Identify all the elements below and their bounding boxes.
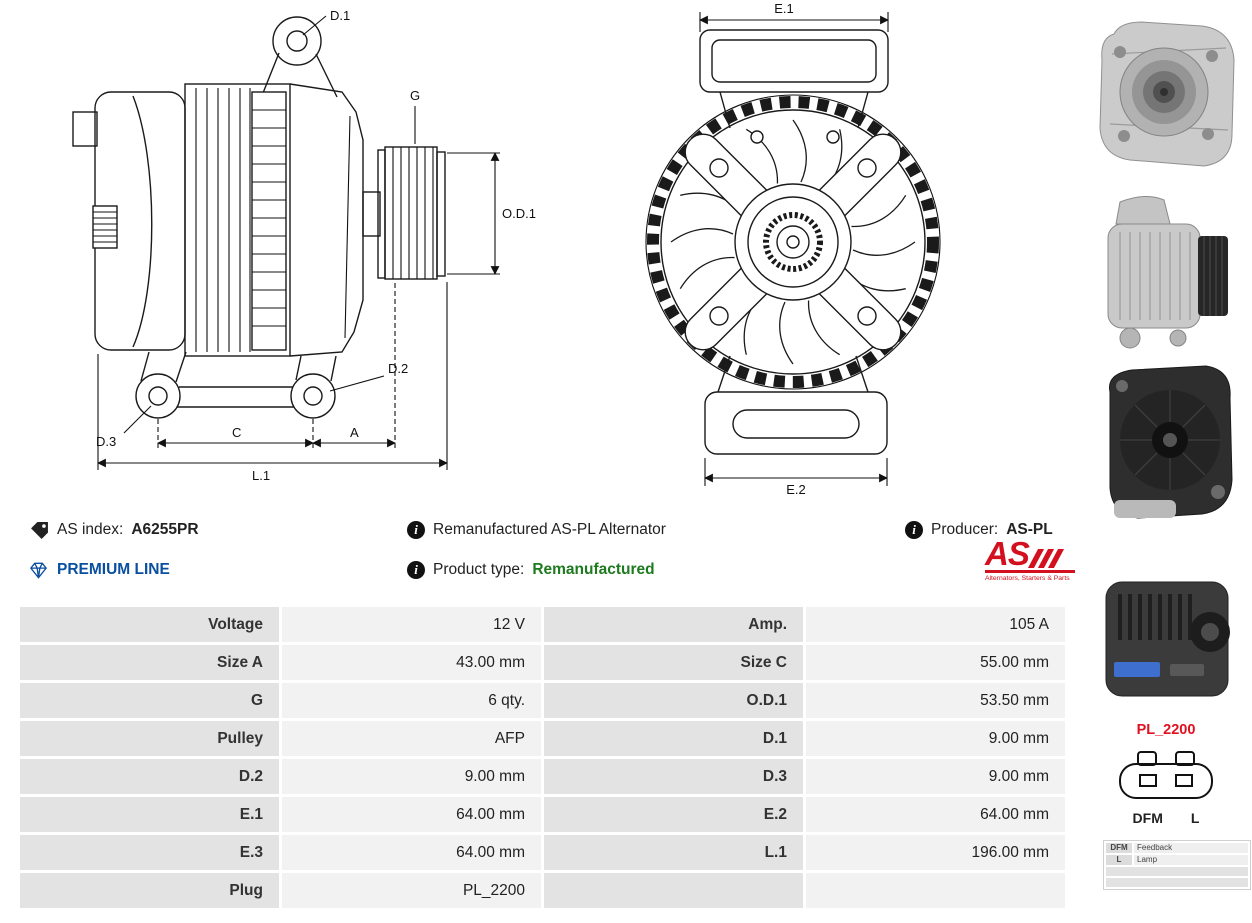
spec-label: E.1 — [20, 797, 279, 832]
logo-underline — [985, 570, 1075, 573]
info-icon: i — [905, 521, 923, 539]
product-photo-3 — [1086, 352, 1248, 534]
front-view-drawing: E.1 — [645, 1, 941, 497]
product-type-value: Remanufactured — [532, 561, 655, 578]
spec-label: E.3 — [20, 835, 279, 870]
spec-value — [806, 873, 1065, 908]
spec-value: 9.00 mm — [806, 721, 1065, 756]
spec-value: 9.00 mm — [806, 759, 1065, 794]
legend-pin: L — [1106, 855, 1132, 865]
spec-label: E.2 — [544, 797, 803, 832]
legend-row: DFM Feedback — [1106, 843, 1248, 853]
spec-table: Voltage 12 V Amp. 105 A Size A 43.00 mm … — [20, 607, 1065, 908]
spec-label: L.1 — [544, 835, 803, 870]
side-view-drawing: D.1 G O.D.1 — [72, 8, 536, 483]
spec-label: Size C — [544, 645, 803, 680]
spec-value: PL_2200 — [282, 873, 541, 908]
description-row: i Remanufactured AS-PL Alternator — [407, 519, 666, 541]
premium-line-row: PREMIUM LINE — [28, 559, 170, 581]
producer-label: Producer: — [931, 521, 999, 538]
legend-empty-bar — [1106, 878, 1248, 887]
spec-label: D.2 — [20, 759, 279, 794]
plug-pin-left: DFM — [1132, 810, 1163, 826]
dim-label-d3: D.3 — [96, 434, 116, 449]
spec-label: Plug — [20, 873, 279, 908]
spec-value: 9.00 mm — [282, 759, 541, 794]
legend-pin: DFM — [1106, 843, 1132, 853]
as-index-row: AS index: A6255PR — [30, 519, 199, 541]
spec-value: 43.00 mm — [282, 645, 541, 680]
plug-pin-labels: DFM L — [1086, 810, 1246, 826]
plug-pin-right: L — [1190, 810, 1200, 826]
alternator-photo-side-silver — [1107, 196, 1228, 349]
alternator-photo-front-silver — [1099, 21, 1235, 167]
as-pl-logo: AS Alternators, Starters & Parts — [985, 535, 1075, 582]
dim-label-c: C — [232, 425, 241, 440]
spec-value: 6 qty. — [282, 683, 541, 718]
dim-label-l1: L.1 — [252, 468, 270, 483]
dim-label-d2: D.2 — [388, 361, 408, 376]
plug-connector-drawing — [1119, 751, 1213, 799]
as-index-value: A6255PR — [131, 521, 199, 538]
dim-label-e2: E.2 — [786, 482, 806, 497]
spec-value: 105 A — [806, 607, 1065, 642]
spec-value: 53.50 mm — [806, 683, 1065, 718]
premium-line-label: PREMIUM LINE — [57, 561, 170, 578]
spec-label: Pulley — [20, 721, 279, 756]
legend-desc: Lamp — [1134, 855, 1248, 865]
producer-row: i Producer: AS-PL — [905, 519, 1053, 541]
plug-name: PL_2200 — [1136, 722, 1196, 738]
dim-label-a: A — [350, 425, 359, 440]
spec-label: O.D.1 — [544, 683, 803, 718]
logo-tagline: Alternators, Starters & Parts — [985, 575, 1070, 582]
spec-value: 12 V — [282, 607, 541, 642]
product-description: Remanufactured AS-PL Alternator — [433, 521, 666, 538]
producer-value: AS-PL — [1006, 521, 1053, 538]
product-photo-1 — [1086, 8, 1248, 180]
spec-label: G — [20, 683, 279, 718]
spec-value: 64.00 mm — [282, 835, 541, 870]
dim-label-od1: O.D.1 — [502, 206, 536, 221]
spec-label — [544, 873, 803, 908]
spec-value: 64.00 mm — [806, 797, 1065, 832]
spec-label: D.3 — [544, 759, 803, 794]
product-type-label: Product type: — [433, 561, 525, 578]
dim-label-e1: E.1 — [774, 1, 794, 16]
legend-row: L Lamp — [1106, 855, 1248, 865]
info-icon: i — [407, 521, 425, 539]
product-type-row: i Product type: Remanufactured — [407, 559, 655, 581]
tag-icon — [31, 521, 48, 539]
as-index-label: AS index: — [57, 521, 124, 538]
dim-label-d1: D.1 — [330, 8, 350, 23]
legend-desc: Feedback — [1134, 843, 1248, 853]
dim-label-g: G — [410, 88, 420, 103]
spec-value: 55.00 mm — [806, 645, 1065, 680]
diamond-icon — [30, 562, 47, 579]
plug-legend: DFM Feedback L Lamp — [1103, 840, 1251, 890]
spec-value: 196.00 mm — [806, 835, 1065, 870]
legend-empty-bar — [1106, 867, 1248, 876]
spec-label: Voltage — [20, 607, 279, 642]
product-photo-4 — [1086, 570, 1248, 710]
spec-label: Size A — [20, 645, 279, 680]
spec-value: AFP — [282, 721, 541, 756]
spec-label: D.1 — [544, 721, 803, 756]
product-photo-2 — [1086, 188, 1248, 356]
as-logo-text: AS — [985, 535, 1030, 572]
alternator-photo-rear-black — [1108, 365, 1233, 519]
spec-label: Amp. — [544, 607, 803, 642]
alternator-photo-front-dark — [1105, 581, 1230, 697]
info-icon: i — [407, 561, 425, 579]
spec-value: 64.00 mm — [282, 797, 541, 832]
